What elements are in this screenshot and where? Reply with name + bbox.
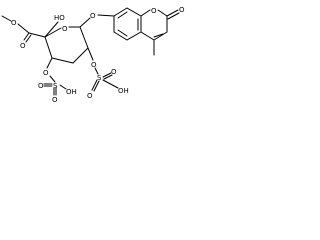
bond-s-o-sulfate2-a2 — [93, 80, 100, 92]
bond-ar-2 — [126, 7, 142, 17]
bond-carbonyl-double-b — [25, 34, 32, 43]
atom-sulfate1-sulfur: S — [53, 82, 58, 90]
bond-c2-c1 — [79, 26, 89, 49]
atom-sulfate1-oxygen-a: O — [52, 96, 58, 104]
bond-s-o-sulfate2-b2 — [103, 74, 113, 80]
bond-oring-c5 — [44, 27, 62, 38]
bond-c4-c3 — [51, 57, 74, 64]
atom-sulfate1-oxygen-b: O — [38, 82, 44, 90]
atom-ring-oxygen: O — [62, 25, 68, 33]
atom-sulfate2-oxygen-a: O — [87, 92, 93, 100]
bond-s-oh-sulfate1 — [59, 84, 67, 90]
atom-glycosidic-oxygen: O — [90, 12, 96, 20]
bond-ar-4 — [126, 31, 142, 41]
bond-c2-o-sulfate2 — [87, 47, 94, 61]
bond-ar-5 — [113, 31, 128, 41]
bond-pyr-1 — [140, 9, 151, 17]
atom-sulfate1-bridge-oxygen: O — [43, 69, 49, 77]
bond-o-carbonyl — [17, 23, 30, 34]
bond-o-s-sulfate2 — [94, 67, 99, 75]
bond-ar-1 — [113, 7, 128, 17]
bond-o-s-sulfate1 — [49, 75, 56, 83]
bond-pyr-5 — [140, 31, 155, 41]
atom-sulfate2-sulfur: S — [97, 74, 102, 82]
atom-lactone-carbonyl-oxygen: O — [179, 6, 185, 14]
bond-ar-inner-3 — [117, 29, 128, 37]
atom-ester-o-single: O — [11, 19, 17, 27]
bond-carbonyl-double-a — [23, 32, 30, 41]
bond-pyr-2 — [157, 9, 168, 17]
bond-pyr-4 — [153, 31, 168, 41]
bond-s-o-sulfate2-a — [91, 79, 98, 91]
chemical-structure: O O HO O O O O O S O O OH O S O O OH — [1, 6, 185, 104]
bond-pyr-4-inner — [153, 33, 164, 38]
atom-sulfate2-bridge-oxygen: O — [91, 61, 97, 69]
atom-lactone-ring-oxygen: O — [151, 7, 157, 15]
bond-c3-c2 — [72, 47, 89, 64]
atom-labels: O O HO O O O O O S O O OH O S O O OH — [11, 6, 185, 104]
bond-c5-c4 — [44, 36, 53, 59]
bond-carbonyl-lactone-a — [166, 9, 179, 17]
bond-s-oh-sulfate2 — [102, 79, 119, 89]
bond-glycosidic-ar — [97, 14, 115, 17]
bond-c1-glycosidic — [79, 17, 91, 28]
bond-methyl-o — [1, 15, 12, 22]
atom-sulfate1-hydroxyl: OH — [66, 88, 77, 96]
bond-s-o-sulfate2-b — [102, 72, 112, 78]
atom-sulfate2-hydroxyl: OH — [118, 87, 129, 95]
atom-ester-o-double: O — [20, 42, 26, 50]
bond-c4-o-sulfate1 — [46, 57, 53, 69]
bond-carbonyl-lactone-b — [167, 12, 180, 20]
atom-sulfate2-oxygen-b: O — [111, 68, 117, 76]
bond-carbonyl-c5 — [28, 32, 46, 38]
bond-c5-oh — [44, 21, 59, 38]
bond-ar-inner-1 — [117, 11, 128, 19]
atom-hydroxyl: HO — [54, 14, 65, 22]
bonds — [1, 7, 180, 96]
